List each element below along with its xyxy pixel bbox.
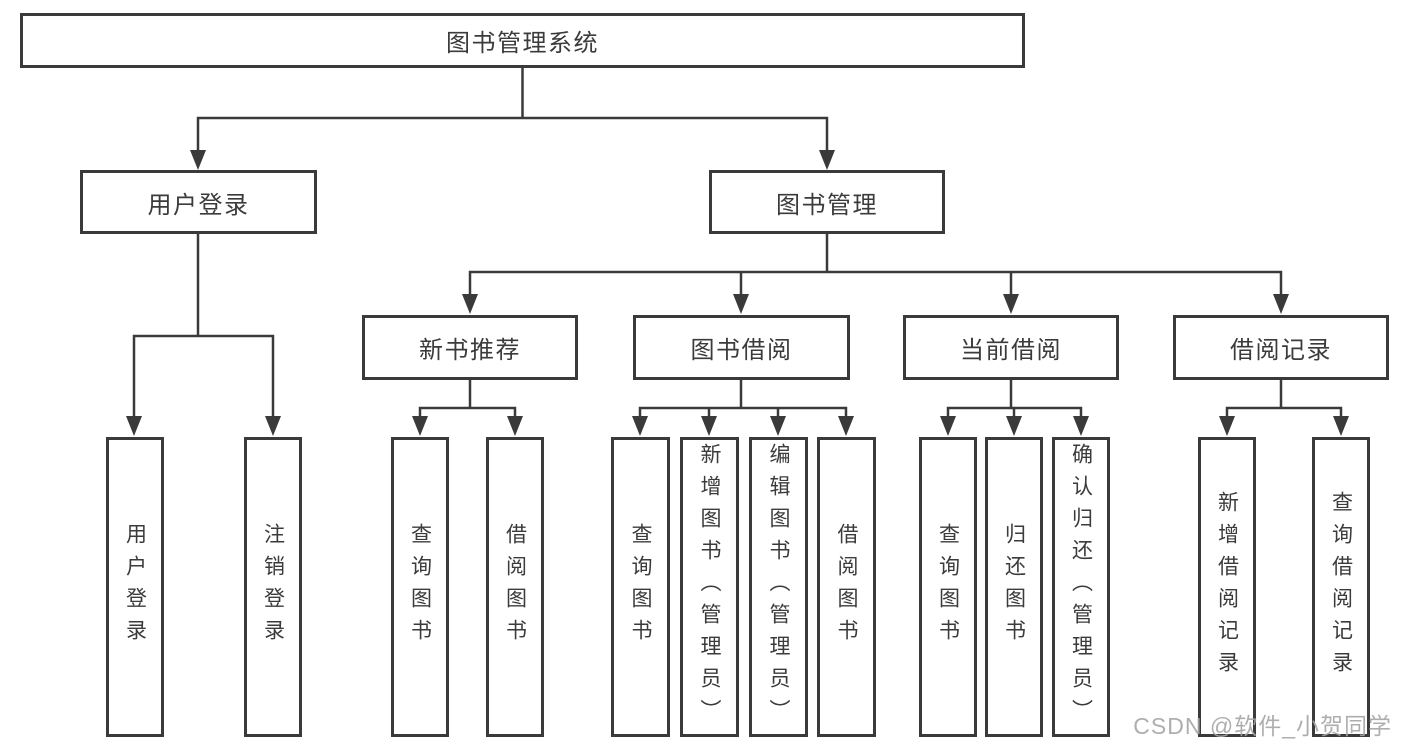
node-cb-return-books-label: 归还图书 xyxy=(1002,523,1026,651)
node-bb-borrow-books-label: 借阅图书 xyxy=(835,523,858,651)
node-cb-confirm-return-admin: 确认归还（管理员） xyxy=(1052,437,1110,737)
node-book-management: 图书管理 xyxy=(709,170,945,234)
node-nbr-query-books: 查询图书 xyxy=(391,437,449,737)
watermark: CSDN @软件_小贺同学 xyxy=(1133,713,1392,739)
node-book-borrow-label: 图书借阅 xyxy=(690,337,793,364)
node-borrow-records: 借阅记录 xyxy=(1173,315,1389,380)
node-bb-query-books-label: 查询图书 xyxy=(629,523,652,651)
node-nbr-borrow-books-label: 借阅图书 xyxy=(503,523,527,651)
node-logout: 注销登录 xyxy=(244,437,302,737)
node-logout-label: 注销登录 xyxy=(261,523,285,651)
connector-current-split xyxy=(940,378,1089,436)
node-borrow-records-label: 借阅记录 xyxy=(1230,337,1332,364)
node-br-query-record: 查询借阅记录 xyxy=(1312,437,1370,737)
node-bb-add-books-admin-label: 新增图书（管理员） xyxy=(698,443,721,731)
connector-mgmt-split xyxy=(462,232,1289,314)
connector-records-split xyxy=(1219,378,1349,436)
node-nbr-borrow-books: 借阅图书 xyxy=(486,437,544,737)
node-root-label: 图书管理系统 xyxy=(446,30,599,57)
node-cb-query-books: 查询图书 xyxy=(919,437,977,737)
node-book-management-label: 图书管理 xyxy=(776,191,878,219)
node-br-add-record: 新增借阅记录 xyxy=(1198,437,1256,737)
node-cb-confirm-return-admin-label: 确认归还（管理员） xyxy=(1069,443,1093,731)
node-bb-query-books: 查询图书 xyxy=(611,437,670,737)
node-new-book-recommend-label: 新书推荐 xyxy=(419,337,521,364)
connector-newbook-split xyxy=(412,378,523,436)
node-br-query-record-label: 查询借阅记录 xyxy=(1329,491,1353,683)
node-bb-add-books-admin: 新增图书（管理员） xyxy=(680,437,739,737)
node-user-login-group: 用户登录 xyxy=(80,170,317,234)
connector-root-split xyxy=(190,66,835,170)
node-new-book-recommend: 新书推荐 xyxy=(362,315,578,380)
node-user-login-label: 用户登录 xyxy=(123,523,147,651)
node-current-borrow-label: 当前借阅 xyxy=(960,337,1062,364)
node-nbr-query-books-label: 查询图书 xyxy=(408,523,432,651)
node-book-borrow: 图书借阅 xyxy=(633,315,850,380)
connector-login-split xyxy=(126,232,281,436)
node-current-borrow: 当前借阅 xyxy=(903,315,1119,380)
node-root: 图书管理系统 xyxy=(20,13,1025,68)
node-user-login-group-label: 用户登录 xyxy=(147,191,250,219)
node-user-login: 用户登录 xyxy=(106,437,164,737)
node-bb-edit-books-admin-label: 编辑图书（管理员） xyxy=(767,443,790,731)
node-br-add-record-label: 新增借阅记录 xyxy=(1215,491,1239,683)
node-cb-return-books: 归还图书 xyxy=(985,437,1043,737)
connector-borrow-split xyxy=(632,378,854,436)
node-bb-edit-books-admin: 编辑图书（管理员） xyxy=(749,437,808,737)
node-bb-borrow-books: 借阅图书 xyxy=(817,437,876,737)
node-cb-query-books-label: 查询图书 xyxy=(936,523,960,651)
